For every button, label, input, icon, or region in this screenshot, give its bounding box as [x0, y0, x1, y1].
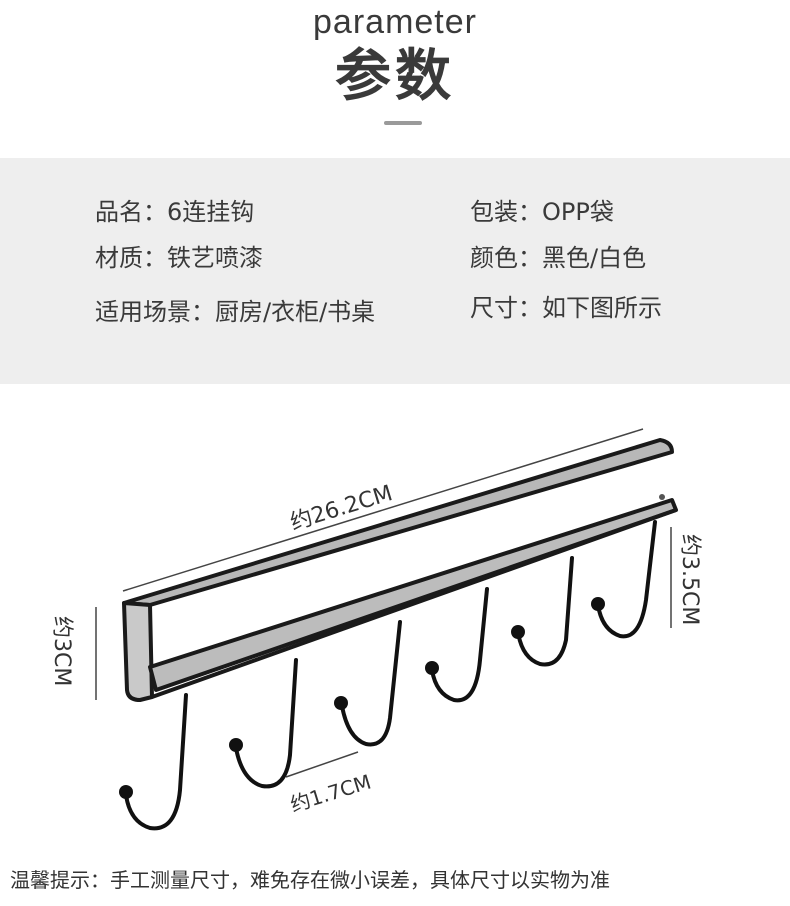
title-divider: [384, 121, 422, 125]
header: parameter 参数: [0, 0, 790, 158]
rack-body: [122, 438, 678, 702]
measurement-notice: 温馨提示：手工测量尺寸，难免存在微小误差，具体尺寸以实物为准: [10, 868, 610, 892]
hook-rack-illustration: 约26.2CM 约3CM 约3.5CM 约1.7CM: [49, 428, 702, 831]
param-material: 材质：铁艺喷漆: [95, 244, 263, 272]
param-name: 品名：6连挂钩: [95, 198, 255, 226]
param-package: 包装：OPP袋: [470, 198, 614, 226]
hooks: [124, 520, 657, 831]
section-title: 参数: [335, 44, 455, 109]
hook-spacing-dimension-line: [285, 751, 359, 778]
param-scene: 适用场景：厨房/衣柜/书桌: [95, 298, 376, 326]
hook-depth-label: 约3.5CM: [677, 534, 702, 625]
param-size: 尺寸：如下图所示: [470, 294, 662, 322]
height-label: 约3CM: [49, 616, 74, 686]
parameter-panel: 品名：6连挂钩 包装：OPP袋 材质：铁艺喷漆 颜色：黑色/白色 适用场景：厨房…: [0, 158, 790, 384]
hook-tips: [119, 597, 605, 799]
length-dimension-line: [122, 428, 644, 592]
param-color: 颜色：黑色/白色: [470, 244, 647, 272]
hook-spacing-label: 约1.7CM: [287, 770, 373, 817]
dimension-lines: [95, 428, 672, 778]
section-subtitle: parameter: [313, 3, 477, 41]
